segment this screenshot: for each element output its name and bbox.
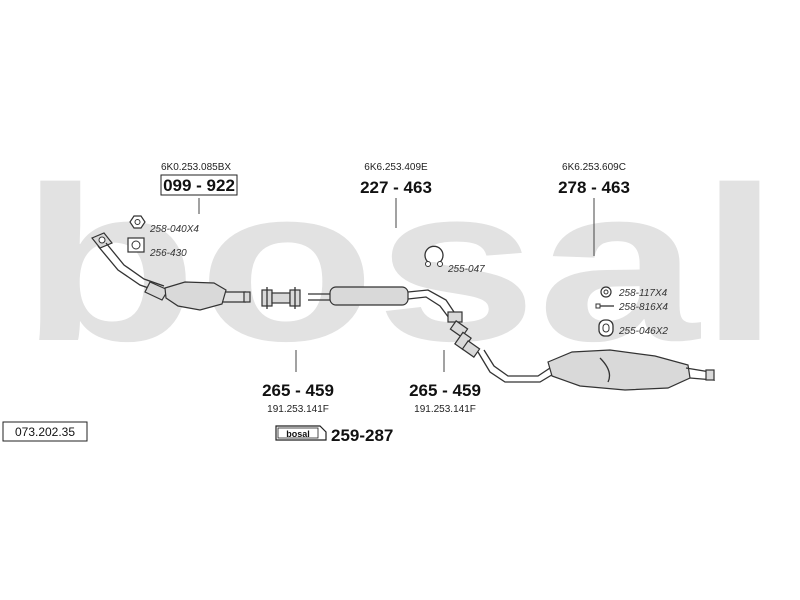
gasket-icon — [127, 237, 145, 253]
middle-silencer-graphic — [308, 286, 463, 323]
bolt-icon — [595, 303, 614, 309]
rubber-mount-rear-label: 255-046X2 — [618, 326, 668, 337]
nut-label: 258-040X4 — [149, 224, 199, 235]
catalog-number-box — [2, 421, 88, 442]
rear-silencer-ref: 6K6.253.609C — [562, 162, 626, 173]
rubber-mount-middle-icon — [424, 245, 444, 267]
clamp-right-graphic — [449, 320, 481, 358]
middle-silencer-number: 227 - 463 — [360, 178, 432, 197]
catalog-number: 073.202.35 — [15, 425, 75, 439]
front-pipe-ref: 6K0.253.085BX — [161, 162, 231, 173]
front-pipe-number-box — [160, 174, 238, 196]
front-pipe-graphic — [91, 232, 251, 311]
rubber-mount-rear-icon — [598, 319, 614, 337]
bosal-watermark: bosal — [20, 141, 780, 387]
rear-silencer-number: 278 - 463 — [558, 178, 630, 197]
middle-silencer-ref: 6K6.253.409E — [364, 162, 428, 173]
nut-icon — [129, 215, 146, 229]
washer-icon — [600, 286, 612, 298]
clamp-left-number: 265 - 459 — [262, 381, 334, 400]
clamp-right-number: 265 - 459 — [409, 381, 481, 400]
rubber-mount-middle-label: 255-047 — [447, 264, 485, 275]
front-pipe-number: 099 - 922 — [163, 176, 235, 195]
clamp-left-graphic — [261, 287, 301, 309]
clamp-right-ref: 191.253.141F — [414, 404, 476, 415]
washer-label: 258-117X4 — [618, 288, 668, 299]
assembly-kit-number: 259-287 — [331, 426, 393, 445]
assembly-kit-badge-text: bosal — [286, 429, 310, 439]
bolt-label: 258-816X4 — [618, 302, 668, 313]
gasket-label: 256-430 — [149, 248, 187, 259]
assembly-kit-badge: bosal — [275, 425, 327, 441]
clamp-left-ref: 191.253.141F — [267, 404, 329, 415]
rear-silencer-graphic — [477, 349, 716, 391]
